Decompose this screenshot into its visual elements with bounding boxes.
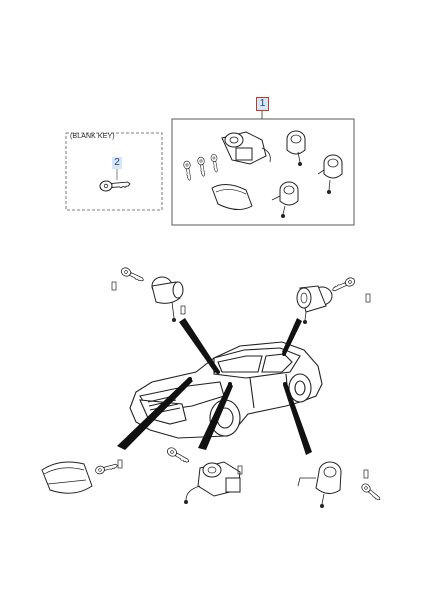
kit-keys-icon (182, 153, 220, 182)
door-lock-assembly-icon (111, 265, 186, 322)
tailgate-lock-cylinder-icon (271, 181, 299, 218)
rear-lock-assembly-icon (297, 461, 383, 508)
door-lock-cylinder-icon (286, 130, 306, 166)
trunk-lock-assembly-icon (296, 275, 371, 324)
ignition-switch-icon (221, 131, 271, 165)
trunk-lock-cylinder-icon (317, 154, 343, 194)
glove-box-assembly-icon (41, 459, 123, 494)
location-dots (188, 352, 287, 386)
callout-kit-number: 1 (256, 97, 269, 111)
glove-box-lock-icon (211, 184, 253, 210)
kit-box (171, 118, 355, 226)
ignition-assembly-icon (165, 445, 243, 504)
blank-key-icon (99, 178, 131, 193)
location-leaders (117, 318, 312, 455)
callout-blank-key-number: 2 (112, 157, 122, 169)
blank-key-caption: (BLANK KEY) (70, 133, 115, 140)
blank-key-box (65, 132, 163, 211)
